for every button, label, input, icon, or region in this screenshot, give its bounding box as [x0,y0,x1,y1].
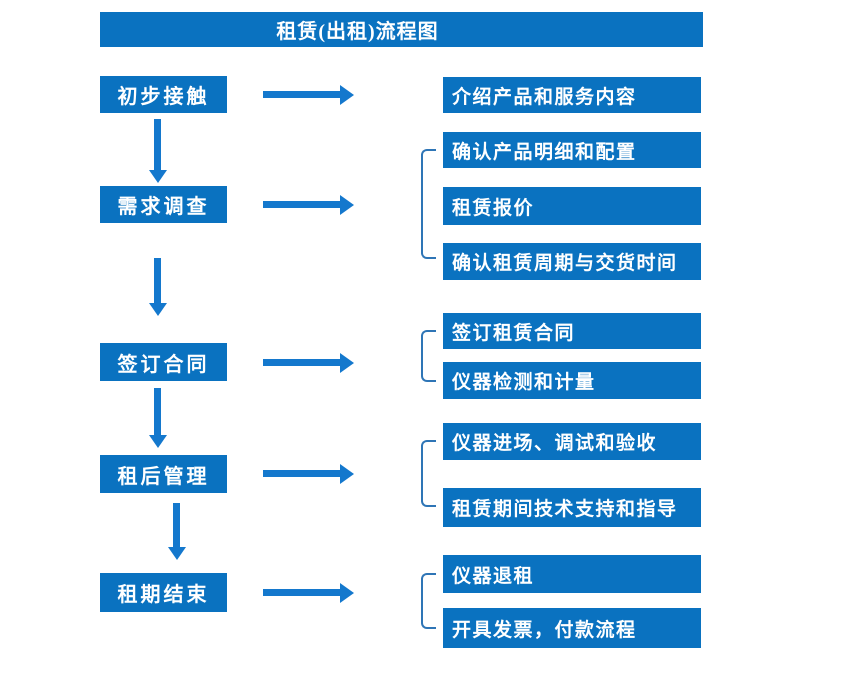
down-arrow-icon-1 [154,119,161,170]
detail-box-rental-quote: 租赁报价 [443,187,701,225]
detail-box-confirm-product-details: 确认产品明细和配置 [443,132,701,168]
step-box-initial-contact: 初步接触 [100,76,227,113]
detail-box-rental-tech-support: 租赁期间技术支持和指导 [443,488,701,527]
right-arrow-icon-5 [263,589,340,596]
right-arrow-icon-1 [263,91,340,98]
step-box-rental-end: 租期结束 [100,573,227,612]
detail-box-invoice-payment: 开具发票，付款流程 [443,608,701,648]
detail-box-introduce-products: 介绍产品和服务内容 [443,77,701,113]
detail-box-instrument-setup-acceptance: 仪器进场、调试和验收 [443,423,701,460]
right-arrow-icon-4 [263,470,340,477]
group-bracket-rental-end [421,573,436,629]
right-arrow-icon-3 [263,359,340,366]
group-bracket-demand-survey [421,149,436,259]
step-box-demand-survey: 需求调查 [100,186,227,223]
down-arrow-icon-4 [173,503,180,547]
flow-title: 租赁(出租)流程图 [276,21,439,43]
group-bracket-sign-contract [421,330,436,382]
detail-box-sign-rental-contract: 签订租赁合同 [443,313,701,349]
detail-box-instrument-return: 仪器退租 [443,555,701,593]
step-box-post-rental-management: 租后管理 [100,455,227,493]
group-bracket-post-rental [421,440,436,507]
step-box-sign-contract: 签订合同 [100,343,227,381]
down-arrow-icon-2 [154,258,161,303]
flow-title-bar: 租赁(出租)流程图 [100,12,703,47]
right-arrow-icon-2 [263,201,340,208]
down-arrow-icon-3 [154,388,161,435]
detail-box-instrument-testing: 仪器检测和计量 [443,362,701,399]
detail-box-confirm-rental-period: 确认租赁周期与交货时间 [443,243,701,280]
